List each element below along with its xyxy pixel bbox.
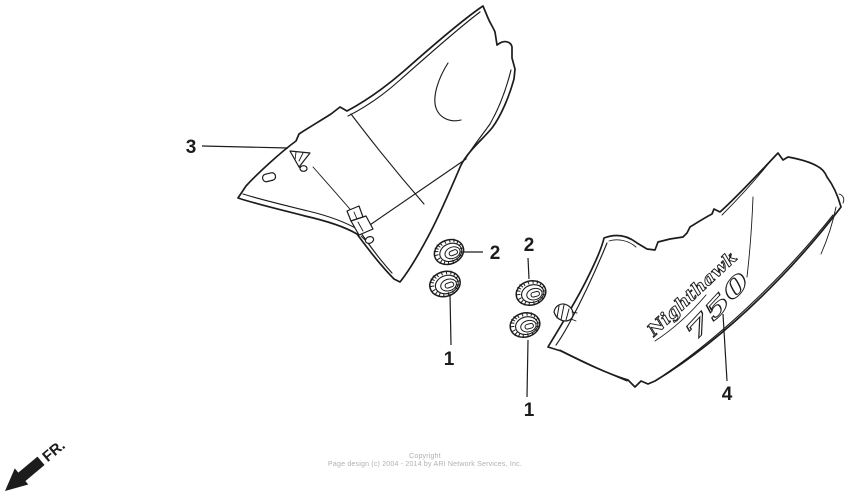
grommet-upper-left — [429, 234, 469, 270]
left-cover-outline — [237, 5, 516, 283]
grommet-lower-right — [506, 308, 544, 342]
callout-line-2-right — [527, 257, 530, 280]
left-cover-clip-pin — [299, 165, 308, 172]
right-cover-upper-edge-line — [721, 157, 774, 216]
footer-copyright: Copyright Page design (c) 2004 - 2014 by… — [0, 453, 850, 469]
left-cover-slot — [261, 172, 277, 183]
callout-line-3 — [201, 145, 289, 149]
right-cover-corner-line — [820, 206, 837, 255]
logo-swash — [654, 294, 707, 342]
left-cover-face-crease — [350, 113, 425, 205]
callout-line-1-left — [449, 293, 452, 346]
right-cover-ear — [838, 193, 845, 204]
right-cover-long-crease — [663, 214, 834, 376]
callout-4-right-cover[interactable]: 4 — [722, 384, 733, 405]
grommet-lower-left — [425, 266, 465, 302]
left-cover-bottom-bracket — [346, 205, 375, 244]
callout-2-upper-left-grommet[interactable]: 2 — [490, 243, 501, 264]
right-cover-left-rim-line — [555, 242, 608, 346]
callout-line-1-right — [526, 339, 529, 398]
front-arrow-shaft-icon — [16, 456, 45, 483]
left-cover-bottom-rim-line — [242, 193, 393, 274]
right-cover-top-rim-line — [608, 239, 637, 248]
right-cover-edge-pin — [553, 303, 578, 322]
grommet-upper-right — [512, 276, 550, 310]
left-cover-right-rim-line — [465, 69, 512, 159]
callout-1-lower-left-grommet[interactable]: 1 — [444, 349, 455, 370]
left-side-cover — [237, 5, 516, 283]
right-cover-outline — [547, 152, 842, 388]
footer-copyright-line2: Page design (c) 2004 - 2014 by ARI Netwo… — [328, 461, 522, 468]
left-cover-highlight-curve — [434, 62, 462, 122]
callout-1-lower-right-grommet[interactable]: 1 — [524, 400, 535, 421]
callout-2-upper-right-grommet[interactable]: 2 — [524, 235, 535, 256]
front-arrow-head-icon — [5, 468, 29, 491]
callout-3-left-cover[interactable]: 3 — [186, 137, 197, 158]
left-cover-top-rim-line — [347, 11, 481, 117]
right-cover-bottom-rim-line — [559, 349, 628, 382]
callout-line-4 — [722, 313, 728, 382]
footer-copyright-line1: Copyright — [409, 453, 441, 460]
right-side-cover: Nighthawk 750 — [547, 152, 845, 388]
right-cover-center-crease — [746, 196, 754, 278]
